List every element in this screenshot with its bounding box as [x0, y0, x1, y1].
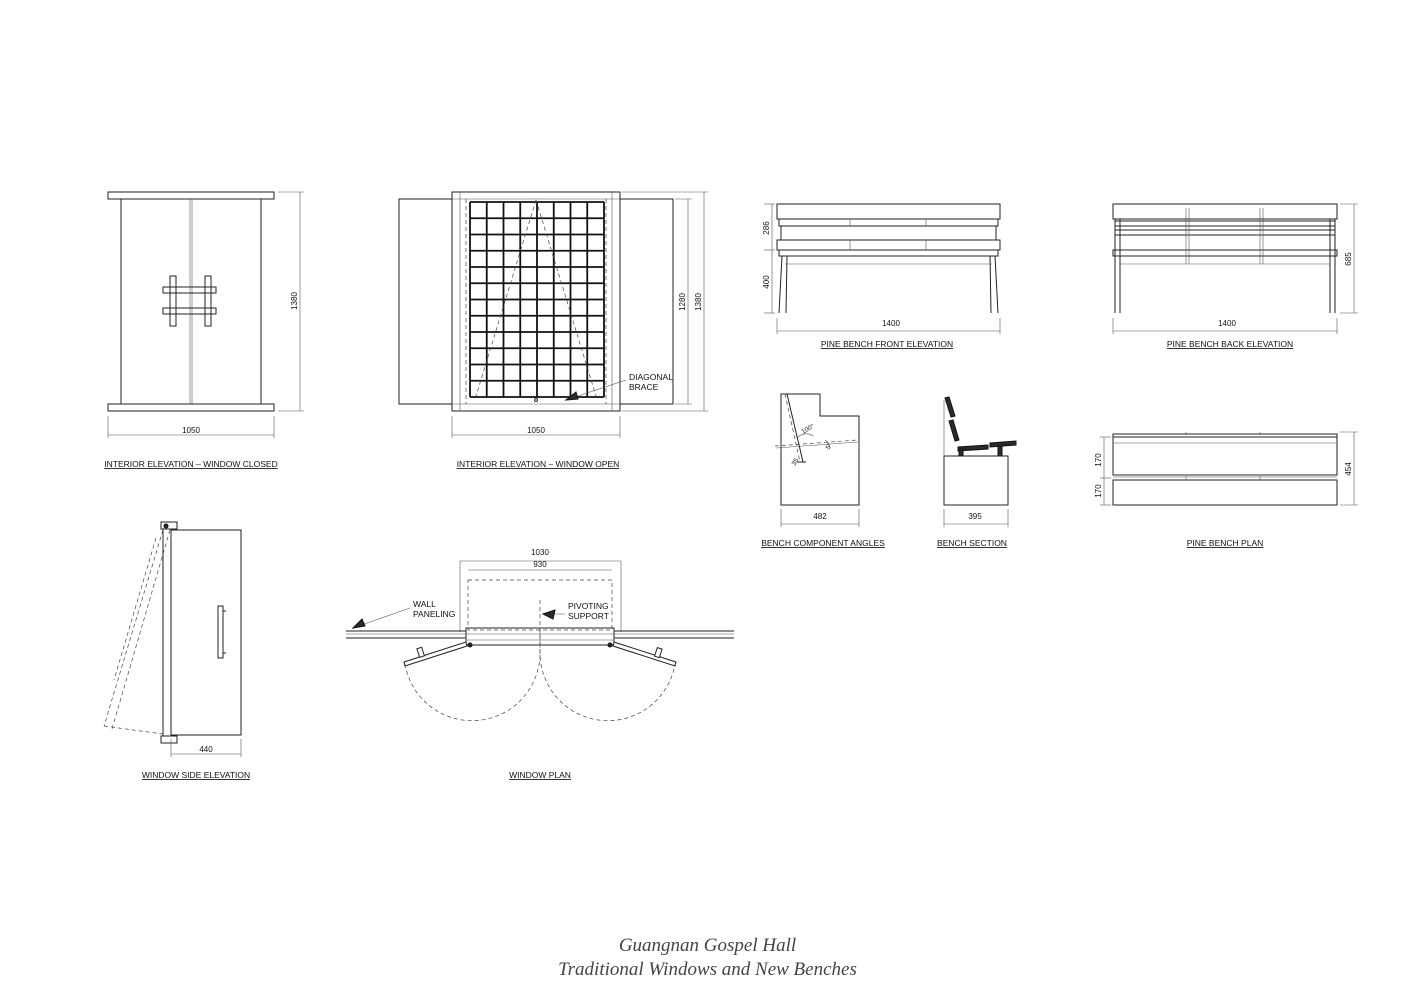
dim-height-outer: 1380: [694, 293, 703, 311]
window-plan: 1030 930 WALL PANELING PIVOTING SUP: [346, 548, 734, 780]
dim-width: 440: [199, 745, 213, 754]
caption-bench-section: BENCH SECTION: [937, 538, 1007, 548]
dim-width: 1050: [527, 426, 545, 435]
dim-seat: 400: [762, 275, 771, 289]
project-title: Guangnan Gospel Hall: [618, 935, 797, 956]
dim-width: 1400: [882, 319, 900, 328]
dim-width: 482: [813, 512, 827, 521]
note-support-1: PIVOTING: [568, 601, 609, 611]
caption-bench-back: PINE BENCH BACK ELEVATION: [1167, 339, 1293, 349]
caption-window-closed: INTERIOR ELEVATION – WINDOW CLOSED: [104, 459, 277, 469]
note-support-2: SUPPORT: [568, 611, 609, 621]
bench-back-elevation: 1400 685 PINE BENCH BACK ELEVATION: [1112, 203, 1358, 349]
window-grid: [469, 201, 605, 398]
caption-bench-plan: PINE BENCH PLAN: [1187, 538, 1264, 548]
angle-low: 35: [791, 457, 801, 467]
angle-seat: 5°: [824, 441, 834, 451]
caption-bench-front: PINE BENCH FRONT ELEVATION: [821, 339, 953, 349]
bench-section: 395 BENCH SECTION: [937, 396, 1017, 548]
caption-window-side: WINDOW SIDE ELEVATION: [142, 770, 250, 780]
caption-window-plan: WINDOW PLAN: [509, 770, 571, 780]
window-closed-elevation: 1050 1380 INTERIOR ELEVATION – WINDOW CL…: [104, 191, 304, 469]
dim-outer: 1030: [531, 548, 549, 557]
dim-width: 1050: [182, 426, 200, 435]
bench-plan: 170 170 454 PINE BENCH PLAN: [1094, 431, 1358, 548]
bench-component-angles: 100° 5° 35 482 BENCH COMPONENT ANGLES: [761, 393, 885, 548]
window-open-elevation: DIAGONAL BRACE 1050 1280 1380 INTERIOR E…: [398, 191, 708, 469]
note-wall-1: WALL: [413, 599, 436, 609]
dim-width: 395: [968, 512, 982, 521]
dim-height: 685: [1344, 252, 1353, 266]
window-side-elevation: 440 WINDOW SIDE ELEVATION: [103, 521, 250, 780]
bench-front-elevation: 1400 286 400 PINE BENCH FRONT ELEVATION: [762, 203, 1001, 349]
note-diagonal-brace-1: DIAGONAL: [629, 372, 673, 382]
caption-window-open: INTERIOR ELEVATION – WINDOW OPEN: [457, 459, 620, 469]
dim-depth: 454: [1344, 462, 1353, 476]
dim-b: 170: [1094, 484, 1103, 498]
note-wall-2: PANELING: [413, 609, 455, 619]
dim-back: 286: [762, 221, 771, 235]
dim-a: 170: [1094, 453, 1103, 467]
caption-bench-angles: BENCH COMPONENT ANGLES: [761, 538, 885, 548]
dim-width: 1400: [1218, 319, 1236, 328]
note-diagonal-brace-2: BRACE: [629, 382, 659, 392]
dim-height: 1380: [290, 292, 299, 310]
title-block: Guangnan Gospel Hall Traditional Windows…: [0, 934, 1415, 982]
dim-height-inner: 1280: [678, 293, 687, 311]
dim-inner: 930: [533, 560, 547, 569]
sheet-title: Traditional Windows and New Benches: [558, 959, 857, 980]
lattice-handle: [162, 275, 217, 327]
